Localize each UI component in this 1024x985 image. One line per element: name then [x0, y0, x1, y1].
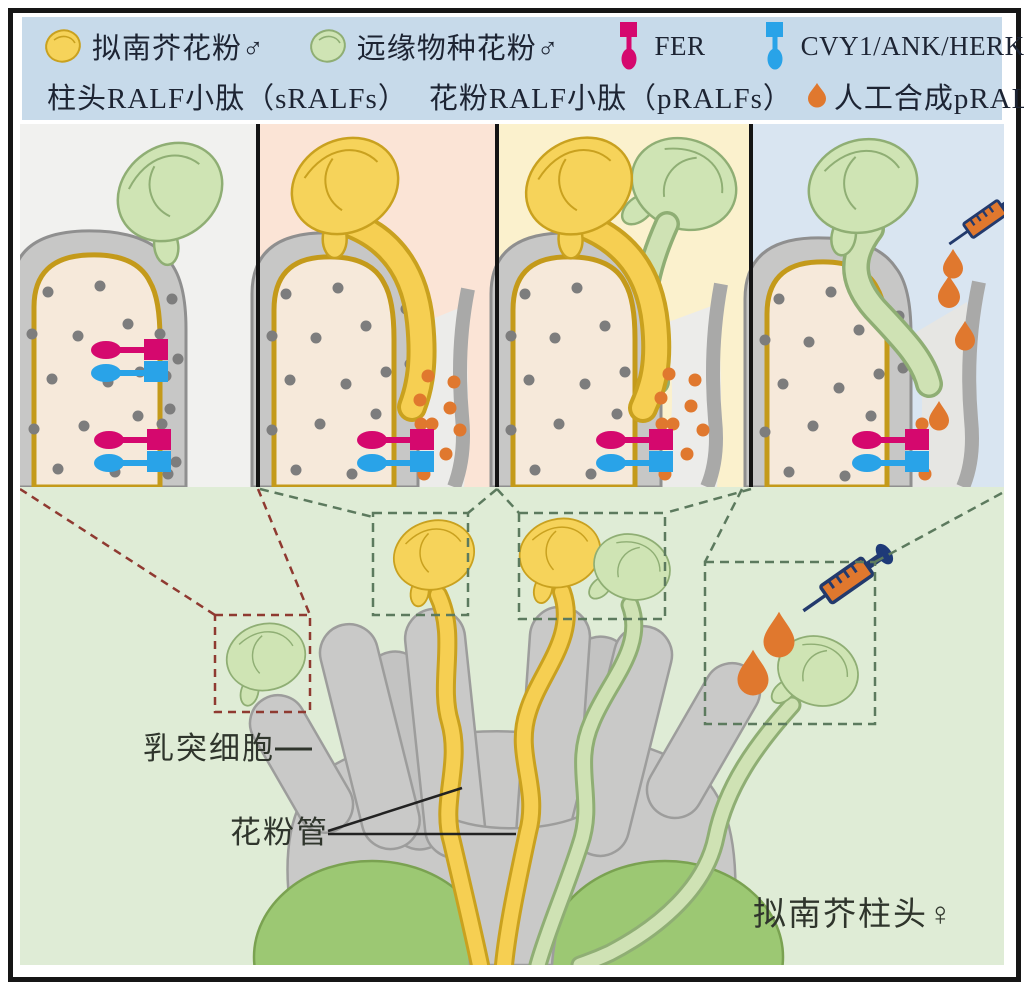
- legend-row-1: 拟南芥花粉♂ 远缘物种花粉♂ FER: [22, 17, 1024, 71]
- panel-divider: [749, 124, 753, 487]
- stigma-label: 拟南芥柱头♀: [753, 896, 955, 933]
- foreign-pollen-tube: [573, 698, 799, 965]
- pollen-tube-label: 花粉管: [230, 815, 329, 850]
- adjacent-papilla-edge: [956, 280, 986, 487]
- arabidopsis-pollen-icon: [42, 26, 84, 66]
- fer-receptor-icon: [616, 21, 642, 71]
- arabidopsis-pollen-tube: [431, 588, 487, 965]
- legend-row-2: 柱头RALF小肽（sRALFs） 花粉RALF小肽（pRALFs） 人工合成pR…: [22, 71, 1024, 121]
- panel-2-arabidopsis-pollen-germinates: [250, 124, 497, 487]
- sralf-dots: [266, 282, 416, 480]
- papilla-gap: [659, 304, 721, 487]
- papilla-finger: [318, 622, 421, 851]
- panel-divider: [256, 124, 260, 487]
- cvy1-receptor-icon: [762, 21, 788, 71]
- panels-illustration: [20, 124, 1004, 487]
- foreign-pollen-icon: [307, 26, 349, 66]
- panel-divider: [495, 124, 499, 487]
- green-callout-box: [517, 511, 667, 621]
- red-callout-box: [213, 613, 312, 714]
- legend-label-pralf: 花粉RALF小肽（pRALFs）: [428, 83, 793, 115]
- synthetic-pralf-icon: [805, 81, 829, 111]
- legend-label-foreign-pollen: 远缘物种花粉♂: [356, 33, 560, 65]
- arabidopsis-pollen-tube: [497, 585, 573, 965]
- foreign-pollen-tube: [845, 218, 940, 395]
- legend-label-cvy1: CVY1/ANK/HERK1: [800, 30, 1024, 61]
- papilla-cell-label: 乳突细胞: [143, 731, 275, 766]
- pollen-tube: [570, 213, 668, 419]
- legend-label-sralf: 柱头RALF小肽（sRALFs）: [47, 83, 408, 115]
- panel-3-mixed-pollination: [489, 124, 752, 487]
- legend-label-synthetic-pralf: 人工合成pRALFs: [833, 83, 1024, 115]
- sralf-dots: [759, 286, 909, 482]
- green-callout-box: [371, 511, 470, 617]
- panel-1-foreign-pollen-blocked: [20, 124, 258, 487]
- pralf-dots: [652, 367, 710, 481]
- pollen-tubes: [428, 582, 802, 965]
- legend: 拟南芥花粉♂ 远缘物种花粉♂ FER: [22, 17, 1024, 121]
- pollen-tube: [335, 211, 433, 418]
- papilla-cytoplasm: [510, 254, 638, 487]
- legend-label-fer: FER: [654, 30, 706, 61]
- adjacent-papilla-edge: [700, 282, 728, 487]
- foreign-pollen-tube: [531, 598, 641, 965]
- papilla-finger: [248, 693, 355, 834]
- panel-4-synthetic-pralf-treatment: [743, 124, 1004, 487]
- green-callouts: [259, 487, 1003, 726]
- sralf-dots: [26, 280, 184, 480]
- papilla-cytoplasm: [271, 254, 397, 487]
- adjacent-papilla-edge: [447, 287, 475, 487]
- red-callout: [20, 487, 312, 714]
- legend-label-arabidopsis-pollen: 拟南芥花粉♂: [92, 33, 265, 65]
- annotations: 乳突细胞 花粉管 拟南芥柱头♀: [143, 731, 955, 933]
- stigma-illustration: 乳突细胞 花粉管 拟南芥柱头♀: [20, 487, 1004, 965]
- pollen-tube-pointer-line: [327, 786, 463, 833]
